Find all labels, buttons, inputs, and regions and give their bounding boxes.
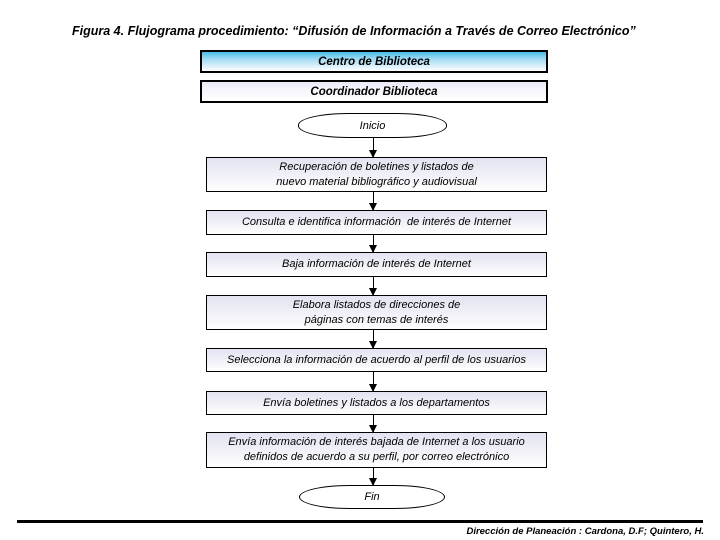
step-line: Recuperación de boletines y listados de <box>279 160 474 173</box>
step-line: Envía boletines y listados a los departa… <box>263 396 490 409</box>
flow-step-elabora: Elabora listados de direcciones de págin… <box>206 295 547 330</box>
flow-arrow <box>369 235 377 253</box>
lane-coordinador-biblioteca: Coordinador Biblioteca <box>200 80 548 103</box>
lane-centro-biblioteca: Centro de Biblioteca <box>200 50 548 73</box>
step-line: Selecciona la información de acuerdo al … <box>226 353 526 366</box>
flow-arrow <box>369 137 377 158</box>
step-line: páginas con temas de interés <box>304 313 449 326</box>
step-line: Baja información de interés de Internet <box>282 258 471 270</box>
footer-credit: Dirección de Planeación : Cardona, D.F; … <box>466 526 704 537</box>
flow-step-baja: Baja información de interés de Internet <box>206 252 547 277</box>
flow-step-selecciona: Selecciona la información de acuerdo al … <box>206 348 547 372</box>
flow-step-recuperacion: Recuperación de boletines y listados de … <box>206 157 547 192</box>
flow-arrow <box>369 277 377 296</box>
step-line: definidos de acuerdo a su perfil, por co… <box>243 451 510 463</box>
flow-step-envia-boletines: Envía boletines y listados a los departa… <box>206 391 547 415</box>
footer-divider <box>17 520 703 523</box>
end-terminal: Fin <box>299 485 445 509</box>
step-line: Consulta e identifica información de int… <box>241 216 512 228</box>
flow-arrow <box>369 415 377 433</box>
flow-arrow <box>369 468 377 486</box>
step-line: Envía información de interés bajada de I… <box>228 436 525 448</box>
flow-arrow <box>369 372 377 392</box>
flow-arrow <box>369 330 377 349</box>
start-terminal: Inicio <box>298 113 447 138</box>
terminal-label: Fin <box>364 491 380 503</box>
step-line: Elabora listados de direcciones de <box>292 298 461 311</box>
figure-title: Figura 4. Flujograma procedimiento: “Dif… <box>72 24 636 38</box>
lane-label: Centro de Biblioteca <box>318 55 430 68</box>
step-line: nuevo material bibliográfico y audiovisu… <box>276 175 477 188</box>
flow-arrow <box>369 192 377 211</box>
lane-label: Coordinador Biblioteca <box>310 85 438 98</box>
flow-step-consulta: Consulta e identifica información de int… <box>206 210 547 235</box>
flow-step-envia-informacion: Envía información de interés bajada de I… <box>206 432 547 468</box>
terminal-label: Inicio <box>359 119 386 132</box>
